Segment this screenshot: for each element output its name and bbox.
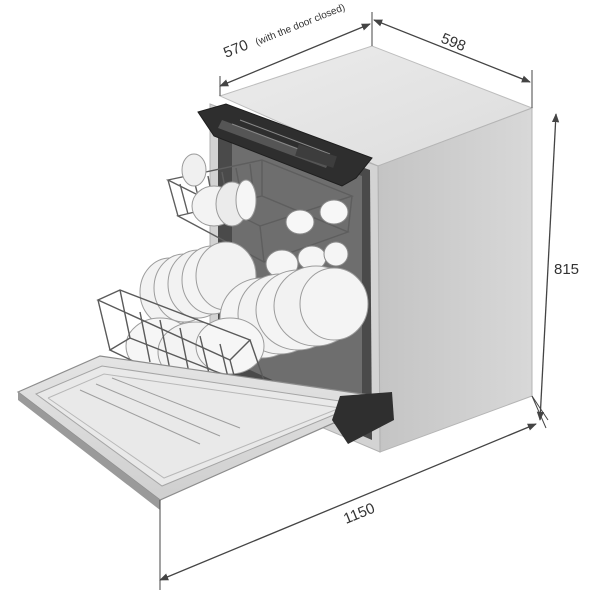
dim-width-line: [373, 19, 531, 83]
dim-depth-open-line: [159, 423, 537, 581]
dimension-lines: [159, 12, 560, 590]
door-edge: [18, 392, 160, 510]
lower-rack-plates: [125, 241, 369, 383]
dim-height-line: [536, 113, 560, 421]
upper-rack-dishes: [181, 153, 349, 279]
dim-depth-closed-note: (with the door closed): [254, 2, 347, 48]
dim-depth-closed-label: 570 (with the door closed): [221, 0, 347, 62]
cabinet-side: [377, 107, 533, 453]
dim-depth-open-label: 1150: [341, 500, 377, 528]
dim-depth-closed-line: [219, 23, 371, 87]
dim-height-label: 815: [554, 261, 579, 278]
dim-width-label: 598: [439, 30, 469, 55]
dim-depth-closed-value: 570: [221, 37, 251, 62]
cutlery-tray: [197, 103, 373, 187]
